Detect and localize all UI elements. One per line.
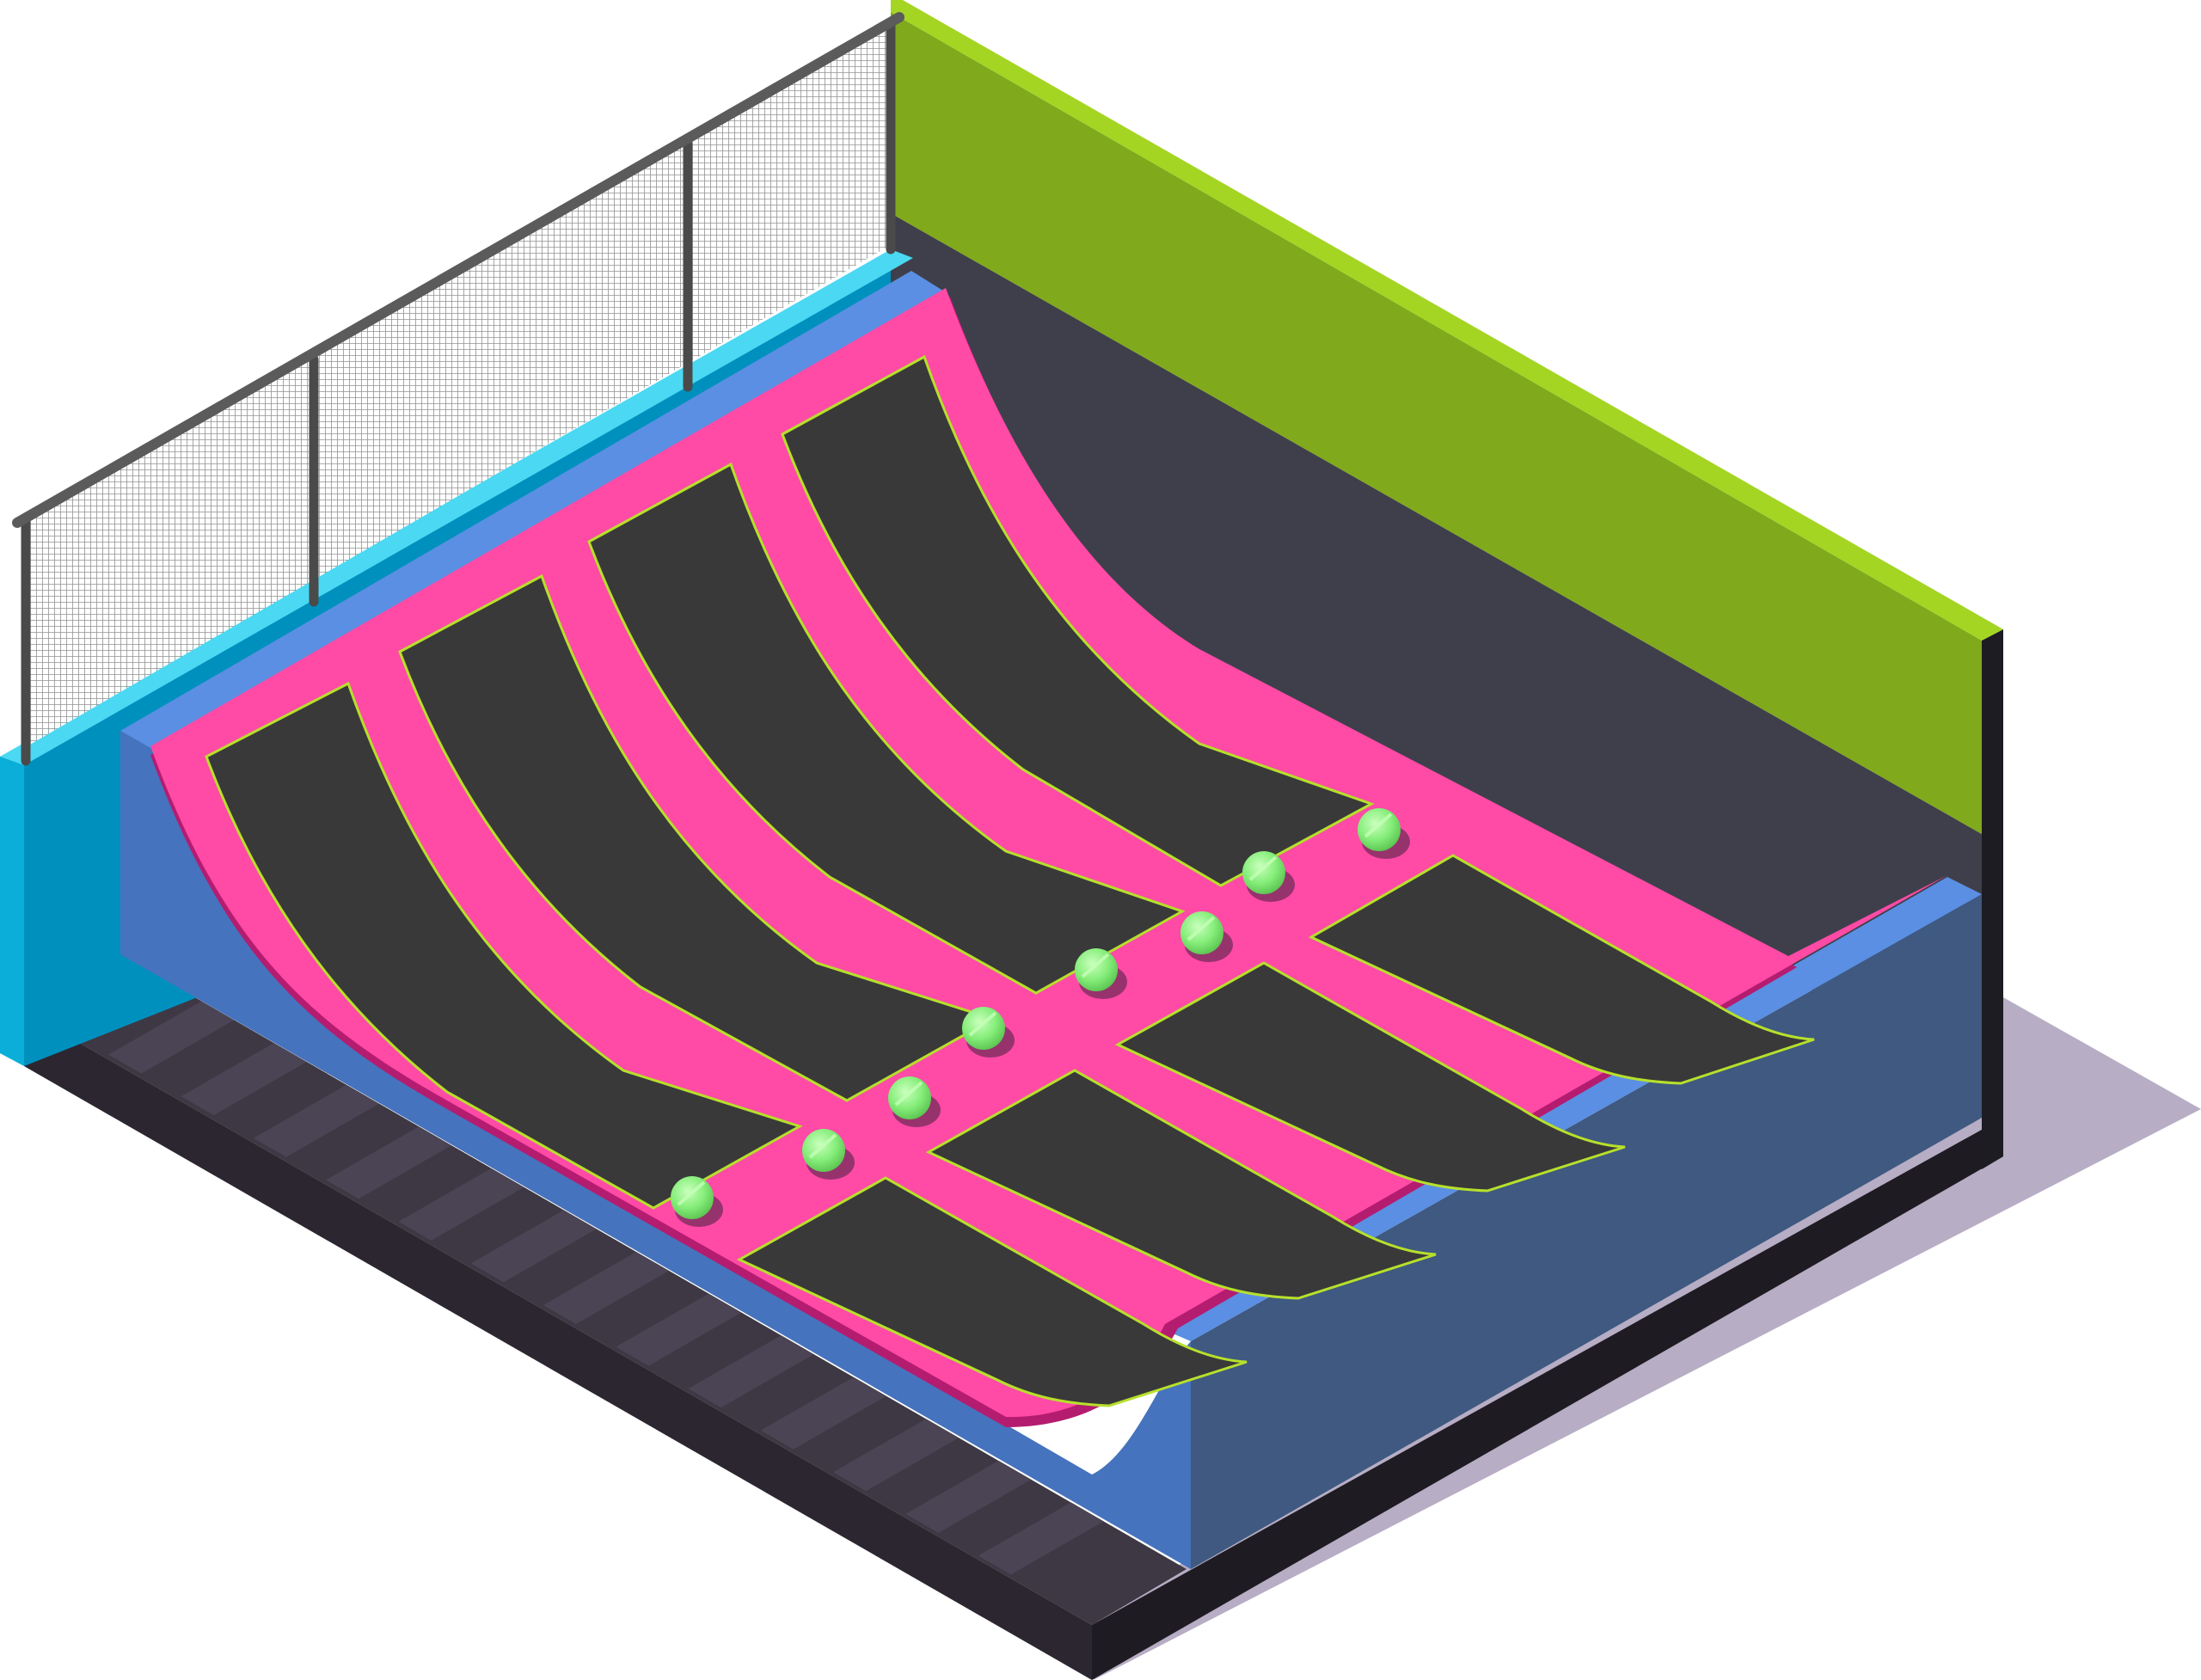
- ramp-trampoline-mat: [781, 354, 1375, 887]
- flat-trampoline-mat: [925, 1069, 1437, 1300]
- blue-curved-side: [120, 731, 1191, 1569]
- foam-ball-icon: [1358, 808, 1410, 859]
- blue-front-wall: [1191, 894, 1982, 1569]
- flat-trampoline-mat: [736, 1176, 1248, 1407]
- blue-front-wall-top: [1161, 877, 1982, 1341]
- ramp-trampoline-mat: [398, 573, 996, 1102]
- ramp-trampoline-mat: [205, 681, 803, 1210]
- floor-stripe: [470, 1210, 597, 1283]
- foam-ball-icon: [1075, 948, 1127, 999]
- flat-mats: [736, 854, 1815, 1407]
- floor-stripe: [326, 1126, 452, 1199]
- foam-ball-icon: [1242, 851, 1295, 902]
- foam-ball-icon: [802, 1129, 855, 1180]
- floor-stripe: [108, 1001, 235, 1074]
- floor-stripe: [760, 1376, 886, 1450]
- blue-left-ledge-top: [120, 271, 946, 748]
- floor-stripe: [616, 1293, 742, 1366]
- right-wall-edge: [1982, 629, 2003, 1169]
- floor-stripe: [398, 1168, 524, 1241]
- floor-stripe: [833, 1419, 959, 1492]
- floor-stripe: [905, 1460, 1032, 1533]
- floor-stripe: [253, 1084, 379, 1157]
- floor-base-front: [24, 1011, 1092, 1680]
- foam-ball-icon: [671, 1176, 723, 1227]
- floor-stripe: [978, 1502, 1104, 1575]
- cyan-wall-front: [0, 748, 24, 1066]
- ramp-trampoline-mat: [587, 462, 1186, 995]
- floor-stripe: [181, 1043, 307, 1116]
- floor-base-right: [1092, 1118, 2003, 1680]
- green-wall-band: [891, 12, 1982, 834]
- net-top-rail: [12, 12, 904, 528]
- flat-trampoline-mat: [1308, 854, 1815, 1085]
- green-wall-top: [891, 0, 2003, 641]
- floor-stripes: [36, 960, 1104, 1575]
- ramp-mats: [205, 354, 1375, 1210]
- foam-balls: [671, 808, 1410, 1227]
- floor-stripe: [543, 1252, 669, 1324]
- foam-ball-icon: [962, 1007, 1015, 1058]
- flat-trampoline-mat: [1114, 961, 1626, 1193]
- floor-stripe: [688, 1335, 814, 1408]
- foam-ball-icon: [888, 1076, 941, 1127]
- net-posts: [21, 17, 896, 766]
- safety-net: [24, 24, 891, 748]
- foam-ball-icon: [1180, 911, 1233, 962]
